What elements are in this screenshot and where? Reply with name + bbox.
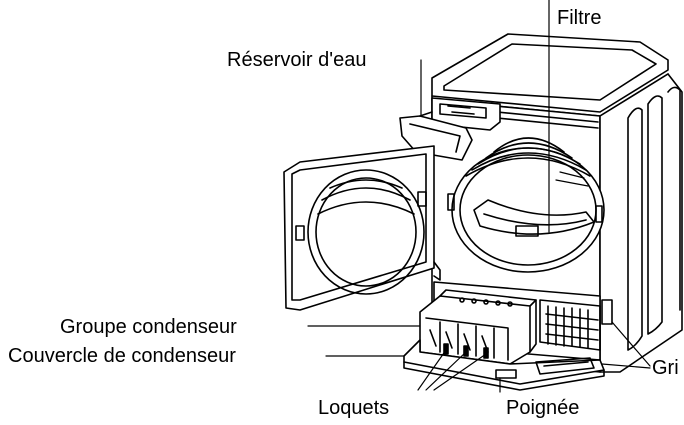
- open-door: [283, 145, 441, 311]
- grid-leader-2: [611, 321, 651, 367]
- latches-leader: [417, 349, 487, 391]
- drum-opening: [447, 137, 605, 273]
- condenser-unit: [419, 289, 537, 365]
- label-condenser-group: Groupe condenseur: [60, 316, 237, 338]
- leader-lines: [307, 0, 651, 393]
- label-condenser-cover: Couvercle de condenseur: [8, 345, 236, 367]
- grid-leader-1: [601, 363, 651, 369]
- condenser-cover: [403, 339, 605, 391]
- label-handle: Poignée: [506, 397, 580, 419]
- label-water-tank: Réservoir d'eau: [227, 49, 367, 71]
- label-latches: Loquets: [318, 397, 390, 419]
- label-filter: Filtre: [557, 7, 602, 29]
- label-grid: Gri: [652, 357, 679, 379]
